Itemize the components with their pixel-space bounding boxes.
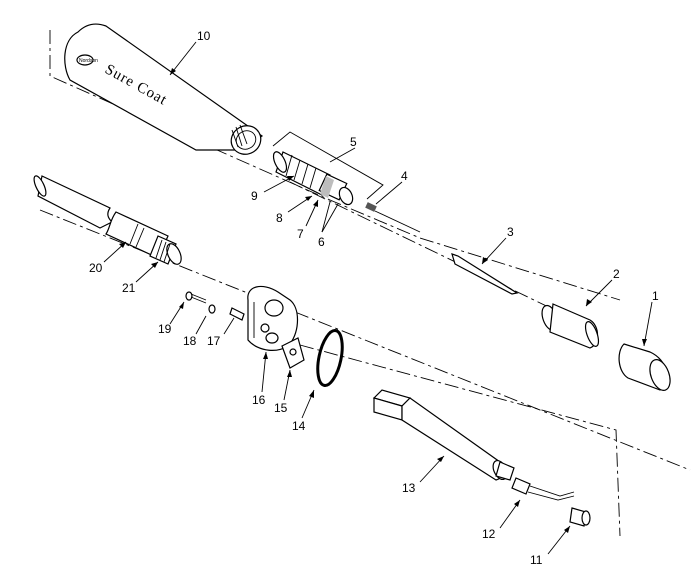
callout-1: 1 [652, 289, 659, 303]
callout-19: 19 [158, 322, 172, 336]
callout-2: 2 [613, 267, 620, 281]
callout-5: 5 [350, 135, 357, 149]
cable-fitting-part-12 [511, 477, 575, 501]
end-cap-part-1 [618, 343, 671, 391]
fitting-part-21 [149, 235, 182, 265]
callout-11: 11 [530, 553, 543, 567]
washer-part-18 [208, 304, 216, 314]
callout-15: 15 [274, 401, 288, 415]
extension-tube-part-20 [33, 175, 169, 259]
leader-lines [103, 41, 653, 555]
callout-10: 10 [197, 29, 211, 43]
inner-assembly [272, 151, 354, 206]
callout-8: 8 [276, 211, 283, 225]
callout-12: 12 [482, 527, 496, 541]
callout-3: 3 [507, 225, 514, 239]
callout-6: 6 [318, 235, 325, 249]
gun-body-part-10: Nordson Sure Coat [64, 23, 264, 155]
callout-4: 4 [401, 169, 408, 183]
callout-18: 18 [183, 334, 197, 348]
callout-17: 17 [207, 334, 221, 348]
nordson-badge-icon [76, 54, 94, 66]
callout-13: 13 [402, 481, 416, 495]
callout-16: 16 [252, 393, 266, 407]
callout-labels: 10 5 4 3 2 1 9 8 7 6 20 21 19 18 17 16 1… [89, 29, 659, 567]
handle-part-13 [372, 389, 515, 481]
nozzle-part-2 [541, 303, 600, 349]
o-ring-part-14 [316, 329, 344, 387]
badge-text: Nordson [79, 58, 98, 64]
callout-9: 9 [251, 189, 258, 203]
deflector-part-3 [451, 253, 519, 295]
callout-7: 7 [297, 227, 304, 241]
callout-21: 21 [122, 281, 136, 295]
electrode-part-4 [365, 202, 421, 233]
callout-20: 20 [89, 261, 103, 275]
screw-part-19 [185, 291, 207, 304]
mounting-block-part-16 [247, 285, 299, 351]
callout-14: 14 [292, 419, 306, 433]
clip-part-15 [281, 337, 305, 369]
pin-part-17 [229, 307, 245, 321]
nut-part-11 [569, 507, 591, 527]
